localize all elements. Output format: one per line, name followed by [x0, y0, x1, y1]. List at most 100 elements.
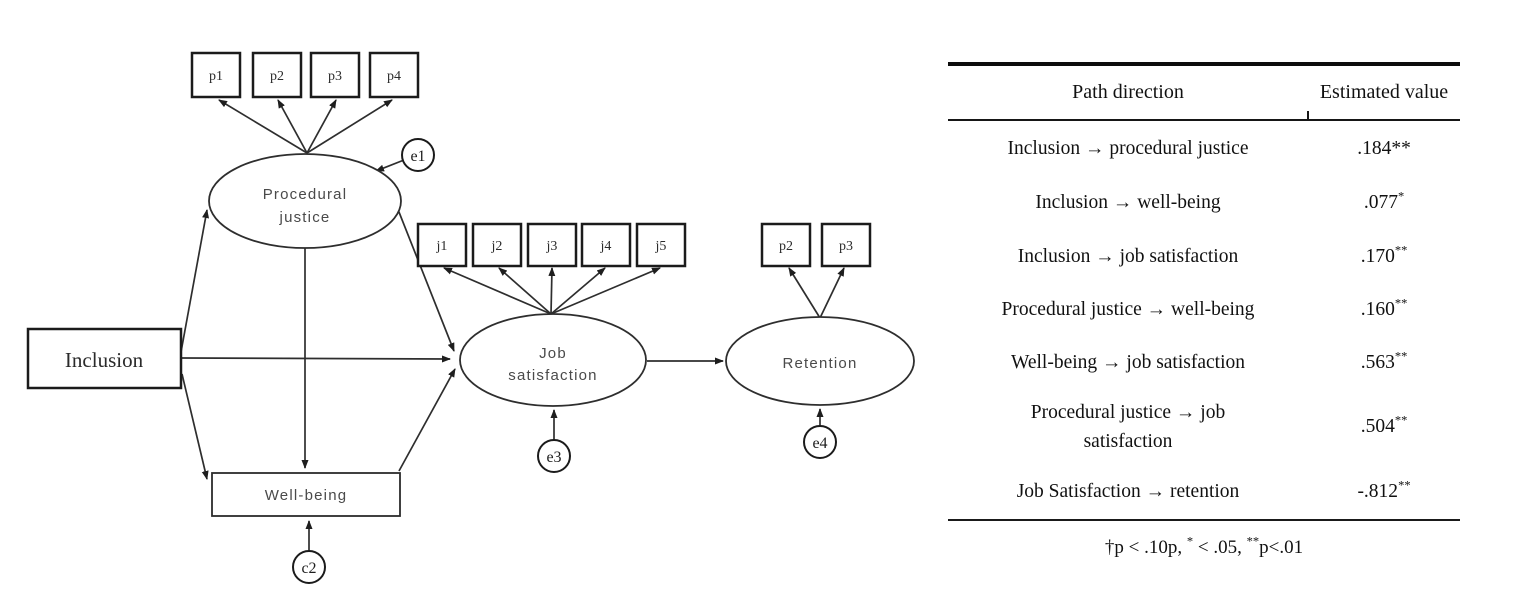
procedural-justice-label-line2: justice [279, 209, 331, 226]
table-bottom-rule [948, 519, 1460, 521]
indicator-label-j3: j3 [546, 239, 558, 254]
footnote-sig-double: ** [1246, 534, 1260, 549]
path-direction-cell: Inclusion → procedural justice [1007, 137, 1249, 159]
error-label-c2: c2 [301, 560, 316, 577]
footnote-part1: †p < .10p, [1104, 537, 1187, 558]
indicator-box-p3 [309, 51, 361, 99]
table-row: Well-being → job satisfaction .563** [948, 336, 1460, 390]
value-number: .077 [1363, 192, 1398, 213]
indicator-label-ret-p2: p2 [779, 239, 793, 254]
indicator-box-j5 [635, 222, 687, 268]
edge-js-to-j3 [548, 267, 556, 315]
edge-e1-to-pj [375, 159, 405, 172]
structural-paths [180, 206, 724, 480]
retention-indicator-boxes: p2 p3 [760, 222, 872, 268]
edge-js-to-j1 [443, 267, 552, 315]
error-circle-e1 [401, 138, 435, 172]
value-number: .170 [1360, 246, 1395, 267]
edge-procedural-justice-to-job-satisfaction [396, 206, 455, 352]
well-being-box [211, 472, 401, 517]
value-number: -.812 [1357, 480, 1399, 502]
indicator-box-p1 [190, 51, 242, 99]
indicator-label-p4: p4 [387, 69, 401, 84]
edge-pj-to-p2 [277, 99, 308, 154]
edge-well-being-to-job-satisfaction [398, 368, 456, 472]
edge-retention-to-p3 [819, 267, 845, 319]
edge-pj-to-p1 [218, 99, 308, 154]
indicator-label-j2: j2 [491, 239, 503, 254]
error-label-e3: e3 [546, 449, 561, 466]
column-divider-tick [1307, 111, 1309, 119]
inclusion-box [26, 327, 183, 390]
latent-job-satisfaction [459, 313, 647, 407]
indicator-box-p2 [251, 51, 303, 99]
significance-marker: ** [1394, 243, 1408, 258]
path-direction-text: Procedural justice → job satisfaction [1030, 401, 1226, 452]
well-being-label: Well-being [265, 487, 348, 504]
path-direction-cell: Inclusion → job satisfaction [1017, 246, 1239, 268]
indicator-box-ret-p2 [760, 222, 812, 268]
estimated-value-cell: .563** [1308, 350, 1460, 374]
retention-indicator-paths [788, 267, 845, 319]
pj-indicator-paths [218, 99, 393, 154]
edge-pj-to-p4 [306, 99, 393, 154]
error-label-e4: e4 [812, 435, 827, 452]
significance-marker: ** [1398, 478, 1411, 492]
value-number: .504 [1360, 416, 1395, 437]
footnote-sig-single: * [1186, 534, 1194, 549]
table-row: Inclusion → job satisfaction .170** [948, 230, 1460, 284]
table-row: Procedural justice → job satisfaction .5… [948, 390, 1460, 464]
js-indicator-paths [443, 267, 661, 315]
indicator-label-j1: j1 [436, 239, 448, 254]
js-indicator-boxes: j1 j2 j3 j4 j5 [416, 222, 687, 268]
pj-indicator-boxes: p1 p2 p3 p4 [190, 51, 420, 99]
estimated-value-cell: .504** [1308, 413, 1460, 438]
estimated-value-cell: .184** [1308, 138, 1460, 160]
significance-marker: ** [1394, 413, 1408, 428]
indicator-label-j5: j5 [655, 239, 667, 254]
path-direction-cell: Job Satisfaction → retention [1016, 480, 1240, 502]
indicator-box-j2 [471, 222, 523, 268]
job-satisfaction-label-line2: satisfaction [508, 367, 597, 384]
estimated-value-cell: .160** [1308, 296, 1460, 321]
retention-label: Retention [782, 355, 857, 372]
indicator-label-ret-p3: p3 [839, 239, 853, 254]
inclusion-label: Inclusion [65, 348, 144, 372]
table-top-rule [948, 62, 1460, 66]
value-number: .160 [1360, 299, 1395, 320]
indicator-label-p1: p1 [209, 69, 223, 84]
edge-js-to-j2 [498, 267, 552, 315]
table-row: Job Satisfaction → retention -.812** [948, 464, 1460, 519]
error-circle-c2 [292, 550, 326, 584]
error-paths [305, 159, 824, 551]
estimated-value-cell: -.812** [1308, 478, 1460, 503]
latent-procedural-justice [208, 153, 402, 249]
path-estimates-table: Path direction Estimated value Inclusion… [948, 62, 1460, 559]
edge-inclusion-to-job-satisfaction [181, 355, 451, 363]
table-header-path-direction: Path direction [1072, 81, 1184, 103]
path-direction-cell: Well-being → job satisfaction [1011, 352, 1245, 374]
procedural-justice-label-line1: Procedural [263, 186, 348, 203]
latent-retention [725, 316, 915, 406]
significance-marker: * [1397, 189, 1405, 204]
edge-inclusion-to-well-being [181, 373, 209, 480]
path-direction-cell: Procedural justice → well-being [1001, 299, 1255, 321]
error-circle-e4 [803, 425, 837, 459]
edge-retention-to-p2 [788, 267, 821, 319]
table-row: Inclusion → well-being .077* [948, 176, 1460, 230]
table-footnote: †p < .10p, * < .05, **p<.01 [948, 521, 1460, 559]
table-header-row: Path direction Estimated value [948, 66, 1460, 121]
table-row: Procedural justice → well-being .160** [948, 284, 1460, 336]
footnote-part3: p<.01 [1259, 537, 1304, 558]
indicator-box-p4 [368, 51, 420, 99]
value-number: .563 [1360, 352, 1395, 373]
significance-marker: ** [1394, 296, 1408, 311]
estimated-value-cell: .170** [1308, 243, 1460, 268]
indicator-box-j4 [580, 222, 632, 268]
job-satisfaction-label-line1: Job [539, 345, 567, 362]
path-direction-cell: Procedural justice → job satisfaction [948, 398, 1308, 457]
indicator-box-ret-p3 [820, 222, 872, 268]
indicator-box-j1 [416, 222, 468, 268]
indicator-label-j4: j4 [600, 239, 612, 254]
